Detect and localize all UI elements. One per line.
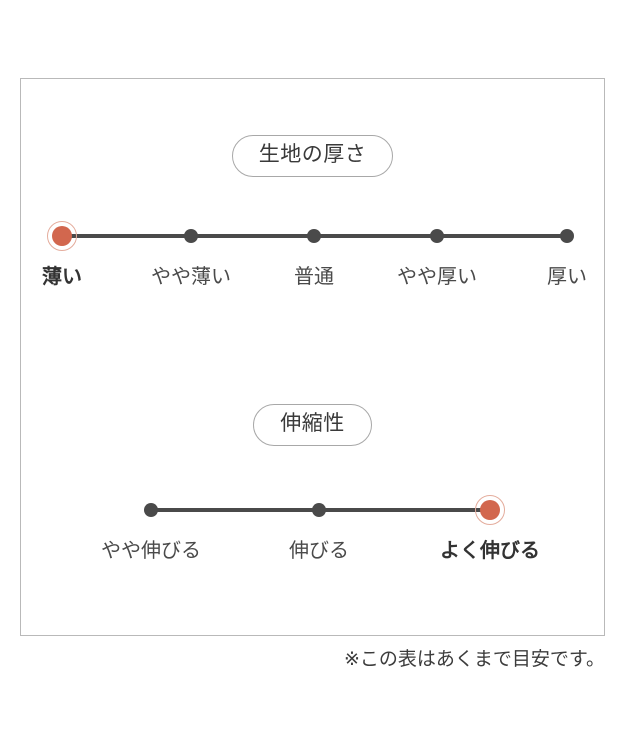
scale-dot-thickness-3[interactable] (430, 229, 444, 243)
section-heading-row-stretch: 伸縮性 (21, 404, 604, 447)
scale-label-stretch-2[interactable]: よく伸びる (440, 540, 540, 562)
scale-label-thickness-0[interactable]: 薄い (42, 266, 82, 288)
scale-dot-thickness-0[interactable] (47, 221, 77, 251)
spec-panel: 生地の厚さ 薄い やや薄い 普通 やや厚い 厚い 伸縮性 やや (20, 78, 605, 636)
scale-label-thickness-2[interactable]: 普通 (294, 266, 334, 288)
scale-label-stretch-1[interactable]: 伸びる (289, 540, 349, 562)
scale-dot-stretch-0[interactable] (144, 503, 158, 517)
scale-dot-stretch-1[interactable] (312, 503, 326, 517)
scale-dot-thickness-4[interactable] (560, 229, 574, 243)
scale-dot-thickness-1[interactable] (184, 229, 198, 243)
section-heading-row-thickness: 生地の厚さ (21, 135, 604, 178)
scale-label-stretch-0[interactable]: やや伸びる (101, 540, 201, 562)
scale-stretchiness: やや伸びる 伸びる よく伸びる (21, 495, 606, 589)
footnote-disclaimer: ※この表はあくまで目安です。 (343, 649, 605, 670)
scale-labels-stretch: やや伸びる 伸びる よく伸びる (21, 537, 606, 567)
section-title-stretchiness: 伸縮性 (253, 404, 372, 447)
scale-label-thickness-4[interactable]: 厚い (547, 266, 587, 288)
scale-fabric-thickness: 薄い やや薄い 普通 やや厚い 厚い (21, 221, 606, 315)
scale-labels-thickness: 薄い やや薄い 普通 やや厚い 厚い (21, 263, 606, 293)
scale-label-thickness-3[interactable]: やや厚い (397, 266, 477, 288)
scale-dot-stretch-2[interactable] (475, 495, 505, 525)
section-title-fabric-thickness: 生地の厚さ (231, 135, 394, 178)
scale-track-thickness (21, 221, 606, 251)
scale-track-stretch (21, 495, 606, 525)
scale-label-thickness-1[interactable]: やや薄い (151, 266, 231, 288)
scale-dot-thickness-2[interactable] (307, 229, 321, 243)
